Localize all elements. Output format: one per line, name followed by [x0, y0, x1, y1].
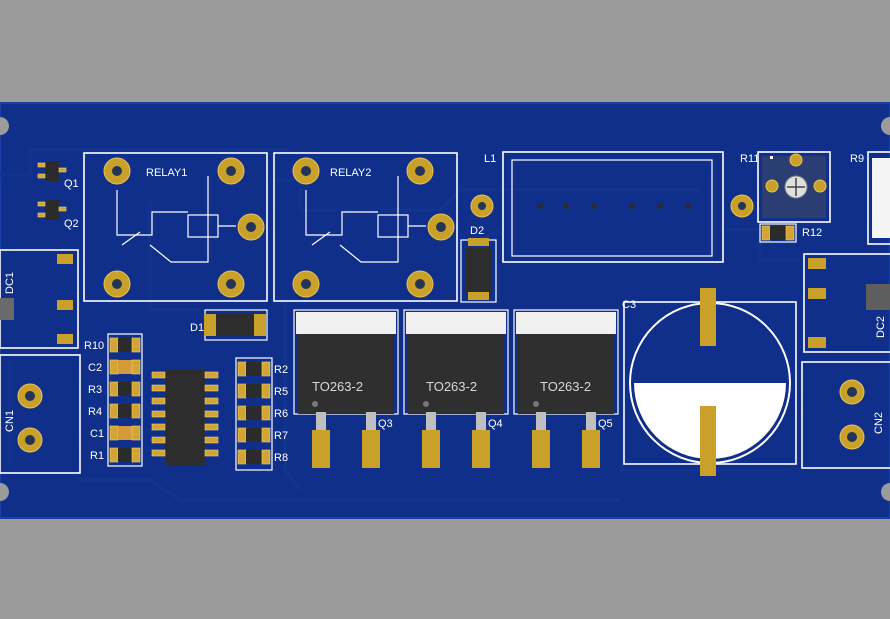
dc1-label: DC1: [4, 272, 16, 294]
dc2-label: DC2: [875, 316, 887, 338]
d2-label: D2: [470, 225, 484, 237]
r3-component: [109, 381, 141, 397]
q3-component: TO263-2 Q3: [293, 309, 399, 468]
q1-label: Q1: [64, 178, 79, 190]
c3-label: C3: [622, 299, 636, 311]
cn1-component: CN1: [0, 354, 81, 474]
q2-component: Q2: [37, 200, 79, 230]
ic-component: [151, 370, 219, 466]
r6-component: [237, 405, 271, 421]
c2-component: [109, 359, 141, 375]
pcb-board-edge: [0, 102, 890, 519]
mounting-hole-bottom-left: [0, 483, 9, 501]
mounting-hole-bottom-right: [881, 483, 890, 501]
r1-component: [109, 447, 141, 463]
q5-component: TO263-2 Q5: [513, 309, 619, 468]
mounting-hole-top-left: [0, 117, 9, 135]
dc1-component: DC1: [0, 249, 79, 349]
c1-component: [109, 425, 141, 441]
r7-label: R7: [274, 430, 288, 442]
cn2-label: CN2: [873, 412, 885, 434]
left-passives: R10 C2 R3 R4 C1 R1: [84, 333, 143, 467]
r2-label: R2: [274, 364, 288, 376]
q5-package-label: TO263-2: [540, 379, 591, 394]
q4-component: TO263-2 Q4: [403, 309, 509, 468]
mounting-hole-top-right: [881, 117, 890, 135]
dc2-component: DC2: [803, 253, 890, 353]
r7-component: [237, 427, 271, 443]
q1-component: Q1: [37, 161, 79, 190]
l1-component: L1: [484, 151, 724, 263]
q3-package-label: TO263-2: [312, 379, 363, 394]
l1-label: L1: [484, 153, 496, 165]
r6-label: R6: [274, 408, 288, 420]
q3-label: Q3: [378, 418, 393, 430]
c3-component: C3: [622, 288, 797, 476]
cn1-label: CN1: [4, 410, 16, 432]
r12-label: R12: [802, 227, 822, 239]
q4-label: Q4: [488, 418, 503, 430]
q5-label: Q5: [598, 418, 613, 430]
r4-component: [109, 403, 141, 419]
relay1-component: RELAY1: [83, 152, 268, 302]
q2-label: Q2: [64, 218, 79, 230]
c1-label: C1: [90, 428, 104, 440]
r11-label: R11: [740, 153, 759, 165]
r1-label: R1: [90, 450, 104, 462]
r8-component: [237, 449, 271, 465]
r5-label: R5: [274, 386, 288, 398]
c2-label: C2: [88, 362, 102, 374]
r10-component: [109, 337, 141, 353]
r2-component: [237, 361, 271, 377]
r3-label: R3: [88, 384, 102, 396]
r10-label: R10: [84, 340, 104, 352]
d1-label: D1: [190, 322, 204, 334]
r9-label: R9: [850, 153, 864, 165]
relay2-label: RELAY2: [330, 167, 371, 179]
r9-component: R9: [850, 151, 890, 245]
relay2-component: RELAY2: [273, 152, 458, 302]
relay1-label: RELAY1: [146, 167, 187, 179]
r11-component: R11: [730, 151, 831, 223]
r8-label: R8: [274, 452, 288, 464]
r4-label: R4: [88, 406, 102, 418]
d1-component: D1: [190, 309, 268, 341]
r5-component: [237, 383, 271, 399]
r12-component: R12: [759, 223, 822, 243]
cn2-component: CN2: [801, 361, 890, 469]
right-passives: R2 R5 R6 R7 R8: [235, 357, 288, 471]
q4-package-label: TO263-2: [426, 379, 477, 394]
d2-component: D2: [460, 194, 497, 303]
